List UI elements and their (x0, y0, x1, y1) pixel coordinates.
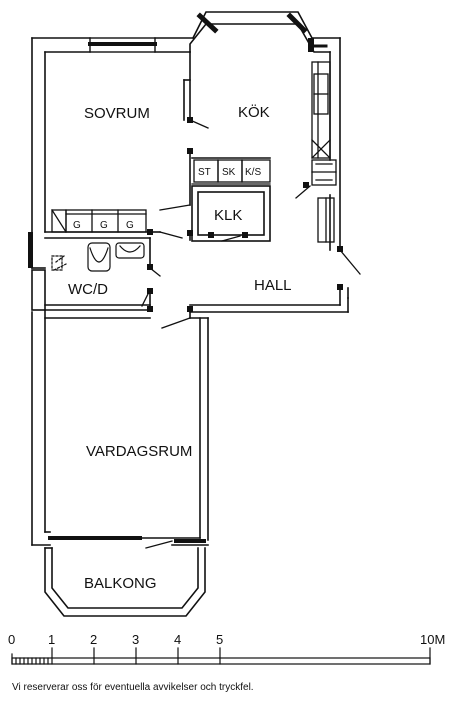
room-label-wc: WC/D (68, 281, 108, 298)
disclaimer-text: Vi reserverar oss för eventuella avvikel… (12, 682, 254, 693)
room-label-balkong: BALKONG (84, 575, 157, 592)
fixture-label-sk: SK (222, 167, 236, 178)
scale-tick-3: 3 (132, 632, 139, 647)
fixture-label-st: ST (198, 167, 211, 178)
wardrobes (51, 209, 147, 233)
wardrobe-label-2: G (100, 220, 108, 231)
fixture-cabinets (191, 159, 271, 185)
balcony (44, 547, 206, 617)
bathroom-fixtures (51, 242, 145, 272)
fixture-label-ks: K/S (245, 167, 261, 178)
interior-walls (31, 51, 271, 311)
kitchen-counter (311, 61, 337, 243)
room-label-vardagsrum: VARDAGSRUM (86, 443, 192, 460)
windows (48, 12, 328, 543)
room-label-sovrum: SOVRUM (84, 105, 150, 122)
doors (141, 119, 361, 549)
scale-tick-0: 0 (8, 632, 15, 647)
scale-tick-4: 4 (174, 632, 181, 647)
scale-bar (11, 647, 431, 665)
room-label-klk: KLK (214, 207, 242, 224)
wardrobe-label-3: G (126, 220, 134, 231)
door-jambs (28, 38, 343, 312)
scale-tick-5: 5 (216, 632, 223, 647)
scale-tick-1: 1 (48, 632, 55, 647)
room-label-hall: HALL (254, 277, 292, 294)
scale-end-label: 10M (420, 632, 445, 647)
room-label-kok: KÖK (238, 103, 270, 121)
wardrobe-label-1: G (73, 220, 81, 231)
scale-tick-2: 2 (90, 632, 97, 647)
